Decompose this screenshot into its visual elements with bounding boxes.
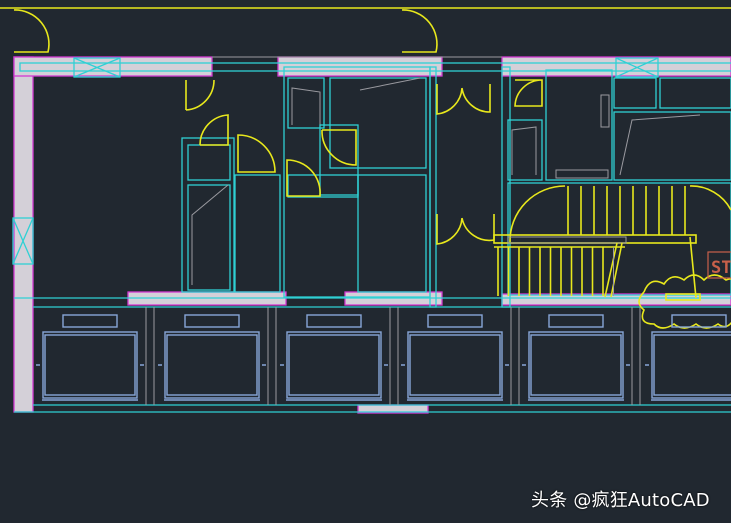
storage-units bbox=[36, 307, 731, 405]
door-swing bbox=[401, 9, 438, 53]
watermark: 头条 @疯狂AutoCAD bbox=[531, 490, 710, 511]
top-doors bbox=[13, 9, 438, 53]
interior-doors bbox=[185, 79, 543, 245]
unit bbox=[522, 307, 641, 405]
unit bbox=[280, 307, 399, 405]
unit bbox=[645, 314, 731, 401]
revision-cloud bbox=[638, 274, 731, 329]
room-tag-label: ST bbox=[711, 258, 731, 278]
unit bbox=[36, 307, 155, 405]
unit bbox=[158, 307, 277, 405]
door-swing bbox=[13, 9, 50, 53]
room-tag-box bbox=[707, 251, 731, 279]
interior-walls bbox=[181, 66, 731, 308]
unit bbox=[401, 307, 520, 405]
windows bbox=[12, 57, 659, 265]
stair bbox=[493, 185, 731, 301]
